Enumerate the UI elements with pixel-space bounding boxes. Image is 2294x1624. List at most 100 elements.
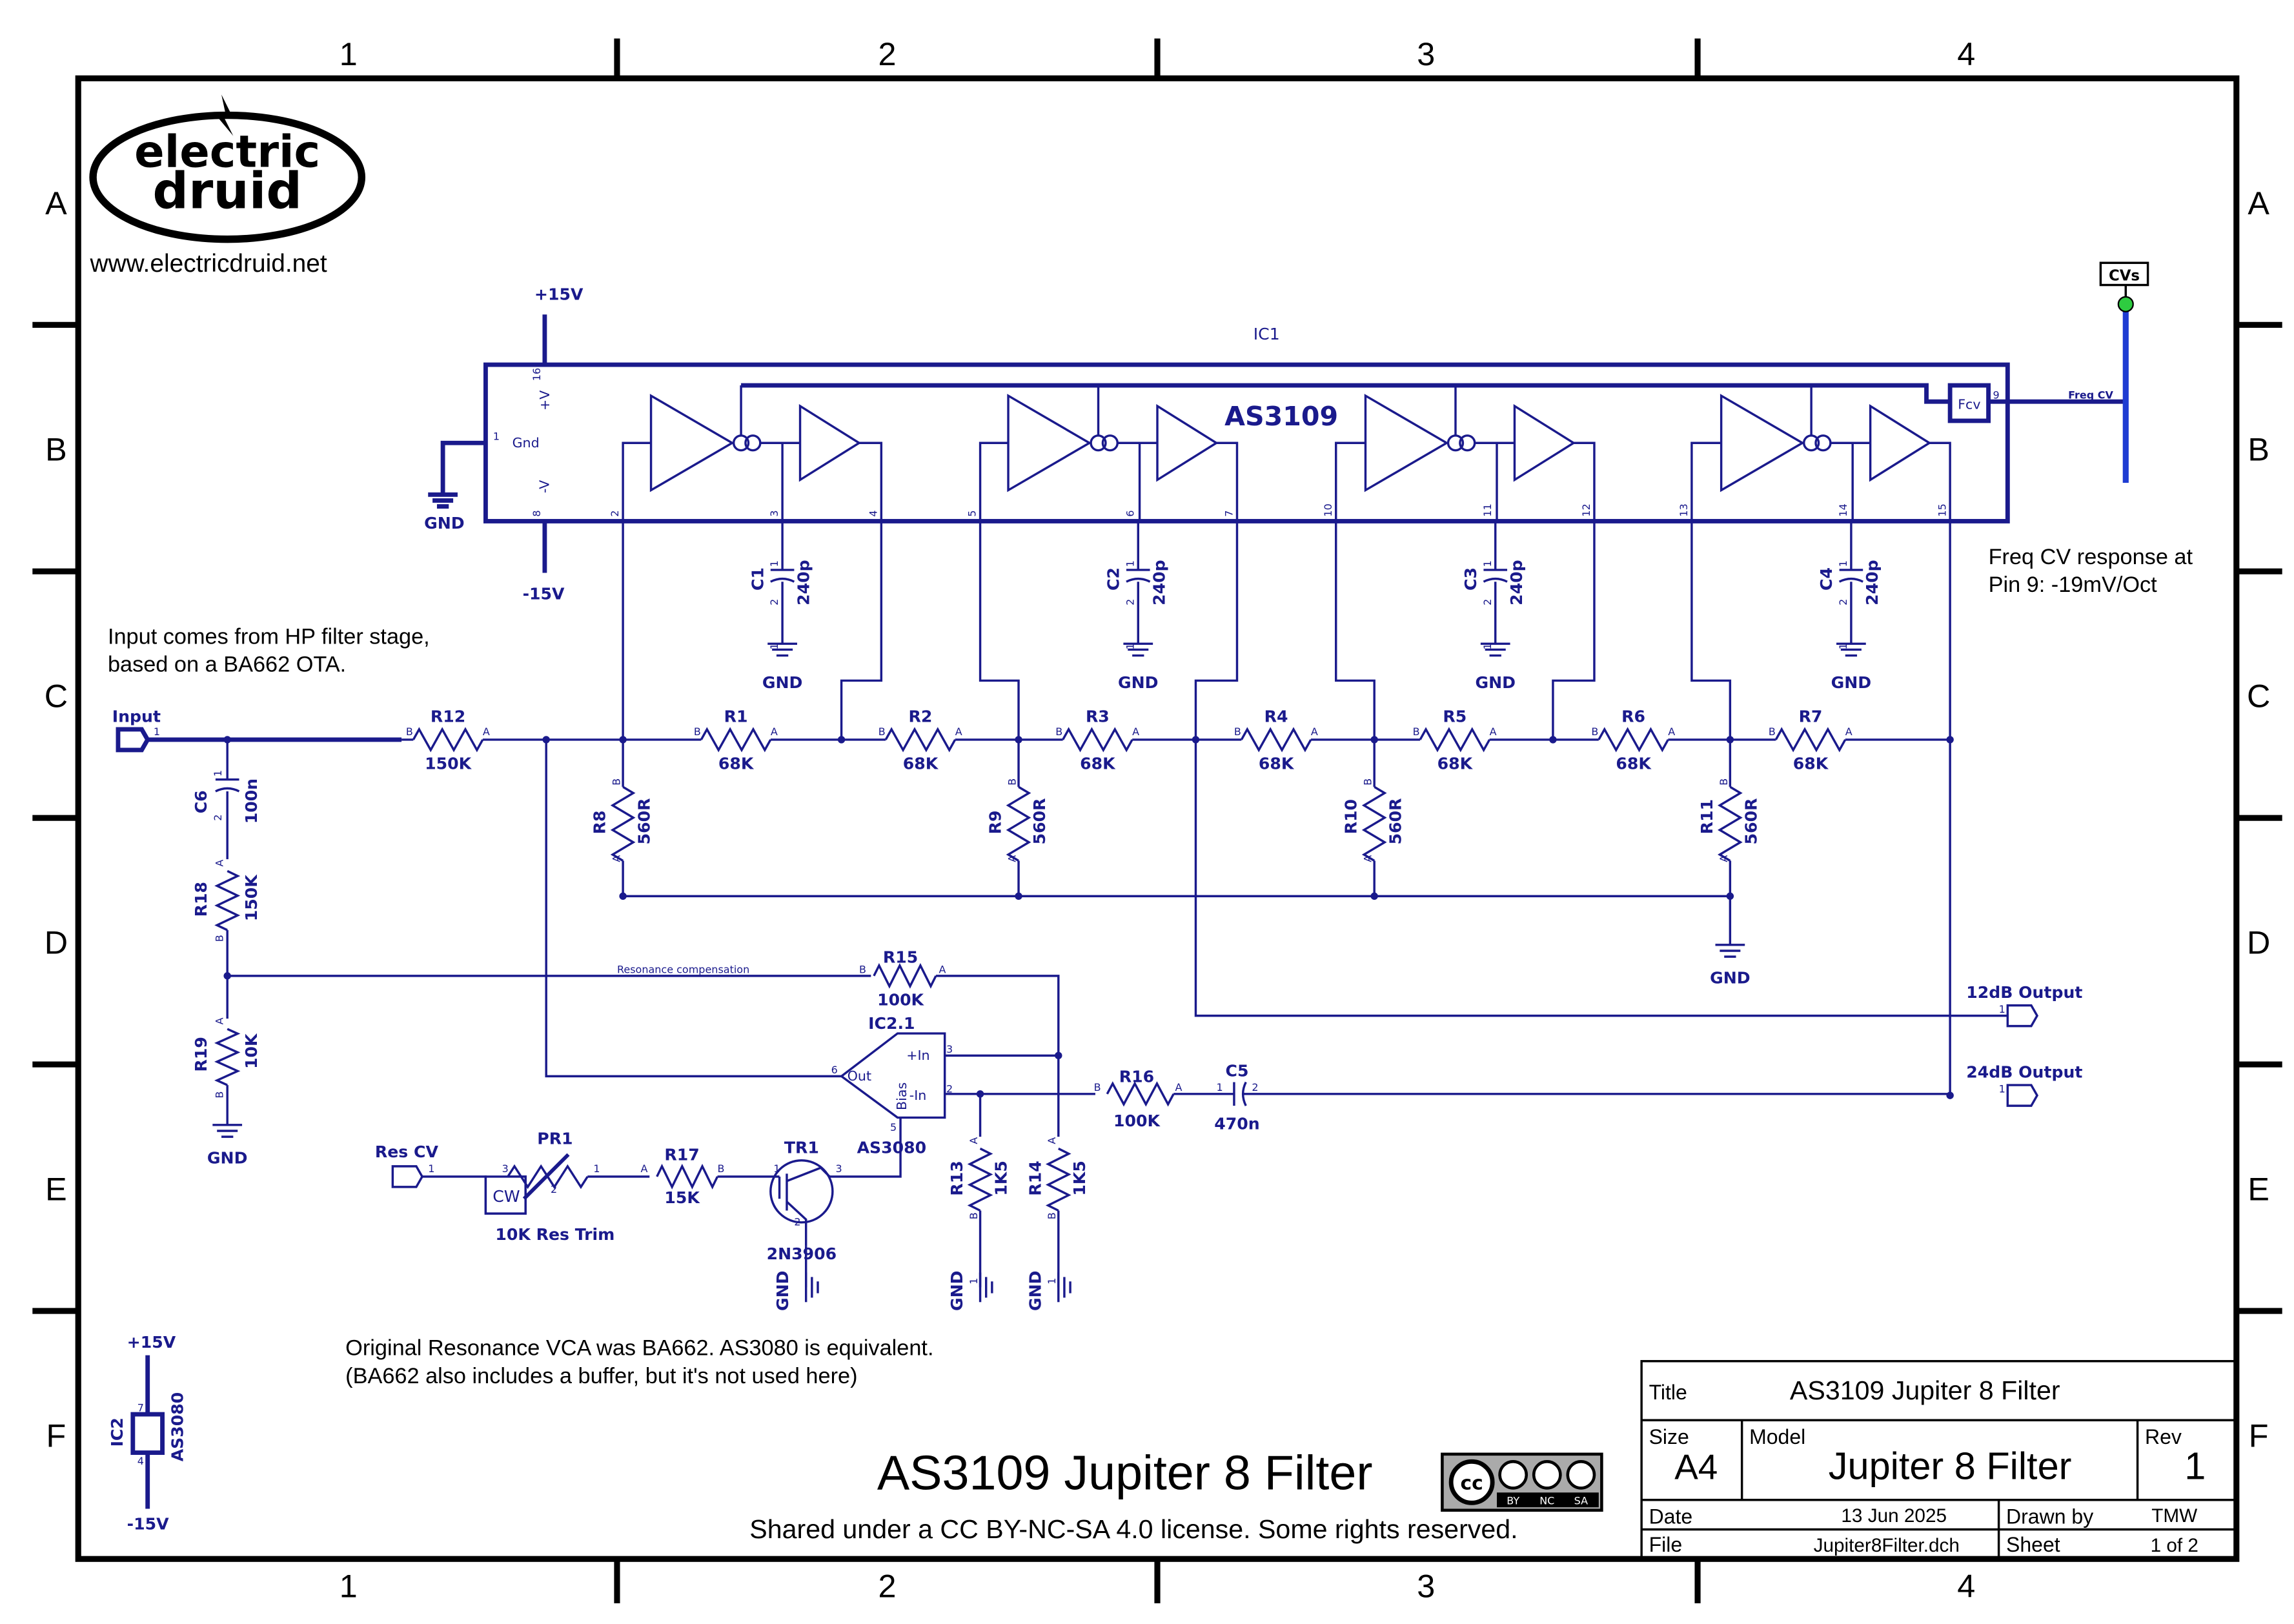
- resistor-ref: R19: [192, 1037, 210, 1071]
- out12-port-label: 12dB Output: [1966, 983, 2082, 1002]
- pin-letter: A: [1845, 726, 1852, 738]
- ic2-ref: IC2: [108, 1417, 127, 1446]
- tb-model-label: Model: [1749, 1425, 1805, 1448]
- pin-number: 1: [1216, 1081, 1223, 1093]
- pin-number: 2: [794, 1215, 800, 1228]
- note-input-line1: Input comes from HP filter stage,: [108, 624, 430, 649]
- ic1-pin: 5: [966, 510, 979, 516]
- tb-date-value: 13 Jun 2025: [1841, 1505, 1947, 1527]
- res-comp-label: Resonance compensation: [617, 963, 749, 975]
- pin-letter: A: [1362, 855, 1374, 862]
- zone-row-b-left: B: [45, 431, 67, 468]
- resistor-value: 150K: [425, 755, 472, 773]
- tb-rev-value: 1: [2184, 1445, 2206, 1488]
- cc-by: BY: [1507, 1495, 1519, 1507]
- gnd-label-ic1: GND: [424, 514, 465, 533]
- tb-size-label: Size: [1649, 1425, 1689, 1448]
- logo-line-1: electric: [134, 127, 320, 178]
- pin-letter: A: [939, 963, 946, 975]
- input-port[interactable]: [116, 727, 150, 753]
- wire: [935, 975, 1060, 1137]
- pin-number: 2: [768, 599, 780, 605]
- resistor-r3: [1062, 727, 1133, 753]
- ic1-pin: 12: [1580, 503, 1592, 516]
- zone-row-c-right: C: [2247, 678, 2270, 715]
- trimmer-value: 10K Res Trim: [495, 1225, 614, 1244]
- ic1-pin: 6: [1124, 510, 1136, 516]
- pin-number: 1: [968, 1278, 980, 1284]
- pin-letter: A: [1311, 726, 1318, 738]
- gnd-label: GND: [207, 1148, 248, 1167]
- pin-letter: A: [1132, 726, 1139, 738]
- resistor-ref: R4: [1264, 707, 1288, 726]
- trimmer-arrow[interactable]: [522, 1153, 570, 1201]
- resistor-value: 100K: [1113, 1111, 1161, 1130]
- wire: [859, 442, 883, 522]
- ota-triangle: [1364, 394, 1449, 492]
- pin-letter: A: [968, 1137, 980, 1144]
- ic1-pin: 7: [1223, 510, 1235, 516]
- logo-line-2: druid: [152, 163, 302, 221]
- ic2-value: AS3080: [168, 1392, 187, 1462]
- resistor-ref: R18: [192, 882, 210, 917]
- pin-letter: B: [1362, 778, 1374, 786]
- wire: [545, 739, 842, 1078]
- zone-col-4-bottom: 4: [1957, 1568, 1975, 1605]
- pin-number: 3: [835, 1162, 842, 1175]
- cap-value: 240p: [794, 560, 813, 605]
- tb-file-value: Jupiter8Filter.dch: [1814, 1535, 1960, 1556]
- resistor-ref: R11: [1698, 799, 1716, 834]
- buffer-triangle: [1156, 403, 1219, 482]
- resistor-r13: [967, 1147, 993, 1212]
- pin-letter: A: [483, 726, 490, 738]
- resistor-value: 10K: [242, 1033, 261, 1069]
- ic2-1-inplus: +In: [906, 1048, 929, 1063]
- buffer-triangle: [798, 403, 862, 482]
- resistor-r7: [1774, 727, 1847, 753]
- pin-letter: A: [1046, 1137, 1058, 1144]
- resistor-r15: [873, 963, 937, 989]
- zone-col-2-bottom: 2: [878, 1568, 896, 1605]
- resistor-ref: R5: [1443, 707, 1467, 726]
- pin-letter: B: [1718, 778, 1730, 786]
- wire: [979, 521, 1020, 740]
- resistor-ref: R7: [1799, 707, 1823, 726]
- website-link: www.electricdruid.net: [90, 250, 327, 278]
- wire: [1194, 521, 1239, 740]
- license-text: Shared under a CC BY-NC-SA 4.0 license. …: [749, 1514, 1517, 1544]
- ic2-pin4: 4: [137, 1455, 144, 1467]
- out12-port[interactable]: [2006, 1004, 2039, 1028]
- res-cv-port[interactable]: [391, 1165, 424, 1188]
- cv-connector-dot[interactable]: [2117, 296, 2134, 312]
- resistor-ref: R14: [1026, 1161, 1044, 1195]
- tb-file-label: File: [1649, 1533, 1683, 1556]
- pin-number: 1: [428, 1162, 434, 1175]
- resistor-ref: R3: [1086, 707, 1110, 726]
- cap-value: 240p: [1863, 560, 1882, 605]
- pin-letter: B: [1413, 726, 1420, 738]
- tb-sheet-label: Sheet: [2006, 1533, 2060, 1556]
- resistor-r16: [1106, 1081, 1175, 1107]
- resistor-ref: R8: [591, 810, 609, 834]
- cap-ref: C3: [1461, 567, 1480, 591]
- pin-number: 1: [1124, 560, 1136, 567]
- ic2-pos15-label: +15V: [127, 1333, 176, 1352]
- note-freqcv-line2: Pin 9: -19mV/Oct: [1989, 573, 2158, 597]
- out24-port[interactable]: [2006, 1084, 2039, 1107]
- resistor-ref: R12: [431, 707, 465, 726]
- gnd-label: GND: [948, 1270, 966, 1311]
- big-title: AS3109 Jupiter 8 Filter: [877, 1446, 1373, 1500]
- pin-number: 1: [768, 643, 780, 649]
- pin-number: 3: [946, 1043, 953, 1055]
- resistor-r4: [1240, 727, 1312, 753]
- cap-value: 470n: [1214, 1115, 1259, 1133]
- pin-number: 2: [1124, 599, 1136, 605]
- trimmer-ref: PR1: [537, 1130, 573, 1148]
- ic1-pin: 2: [609, 510, 621, 516]
- pin-letter: A: [641, 1162, 648, 1175]
- gnd-label: GND: [1118, 673, 1159, 692]
- title-block: AS3109 Jupiter 8 Filter Shared under a C…: [749, 1360, 2238, 1560]
- ic2-pin7: 7: [137, 1402, 144, 1414]
- pin-letter: A: [1718, 855, 1730, 862]
